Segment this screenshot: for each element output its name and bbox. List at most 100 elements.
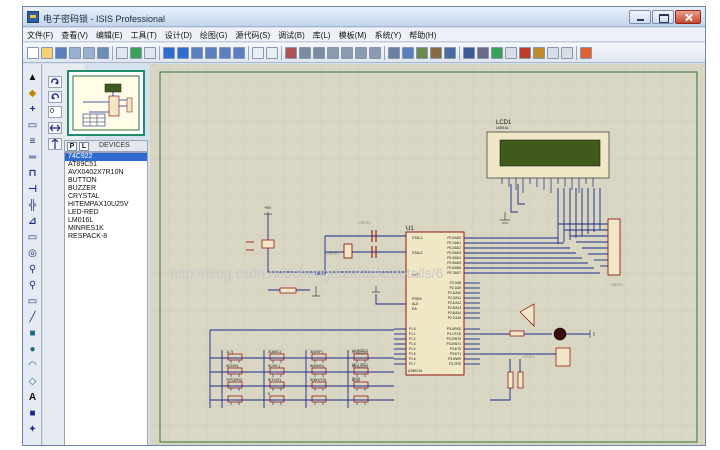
capacitor[interactable] <box>371 230 377 242</box>
rotation-angle-field[interactable]: 0 <box>48 106 62 118</box>
menu-item-7[interactable]: 调试(B) <box>278 31 305 40</box>
reset-capacitor[interactable] <box>261 239 275 249</box>
device-list-item[interactable]: CRYSTAL <box>68 193 100 200</box>
menu-item-3[interactable]: 工具(T) <box>130 31 157 40</box>
minimize-button[interactable] <box>629 10 651 24</box>
capacitor[interactable] <box>371 246 377 258</box>
virtual-instrument-icon[interactable]: ▭ <box>27 296 38 307</box>
led-red[interactable] <box>553 327 567 341</box>
mcu-chip[interactable] <box>405 231 465 376</box>
redo-icon[interactable] <box>266 47 278 59</box>
keypad-button[interactable] <box>353 395 369 403</box>
make-device-icon[interactable] <box>402 47 414 59</box>
exit-to-parent-icon[interactable] <box>533 47 545 59</box>
zoom-in-icon[interactable] <box>191 47 203 59</box>
export-icon[interactable] <box>83 47 95 59</box>
pan-icon[interactable] <box>177 47 189 59</box>
menu-item-6[interactable]: 源代码(S) <box>235 31 271 40</box>
open-icon[interactable] <box>41 47 53 59</box>
crystal[interactable] <box>343 243 353 259</box>
keypad-button[interactable] <box>353 353 369 361</box>
resistor[interactable] <box>517 371 524 389</box>
terminal-icon[interactable]: ⊣ <box>27 184 38 195</box>
mirror-vertical-button[interactable] <box>48 138 62 150</box>
block-copy-icon[interactable] <box>327 47 339 59</box>
keypad-button[interactable] <box>269 353 285 361</box>
keypad-button[interactable] <box>269 395 285 403</box>
bom-icon[interactable] <box>547 47 559 59</box>
junction-icon[interactable]: + <box>29 104 36 115</box>
keypad-button[interactable] <box>269 367 285 375</box>
text-icon[interactable]: A <box>28 392 37 403</box>
device-list-item[interactable]: HITEMPAX10U25V <box>68 201 129 208</box>
menu-item-0[interactable]: 文件(F) <box>27 31 54 40</box>
schematic-drawing[interactable]: LCD1LM016LU1AT89C51XTAL1XTAL2RSTPSENALEE… <box>150 64 706 446</box>
new-sheet-icon[interactable] <box>505 47 517 59</box>
title-bar[interactable]: 电子密码锁 - ISIS Professional <box>23 7 705 27</box>
device-list-item[interactable]: MINRES1K <box>68 225 104 232</box>
wire-autoroute-icon[interactable] <box>444 47 456 59</box>
menu-item-4[interactable]: 设计(D) <box>164 31 192 40</box>
line-icon[interactable]: ╱ <box>29 312 36 323</box>
maximize-button[interactable] <box>652 10 674 24</box>
print-icon[interactable] <box>97 47 109 59</box>
netlist-icon[interactable] <box>580 47 592 59</box>
block-rotate-icon[interactable] <box>355 47 367 59</box>
pick-device-button[interactable]: P <box>67 142 77 151</box>
graph-icon[interactable]: ⊿ <box>28 216 37 227</box>
save-icon[interactable] <box>55 47 67 59</box>
arc-icon[interactable]: ◠ <box>28 360 37 371</box>
wire-label-icon[interactable]: ▭ <box>27 120 38 131</box>
keypad-button[interactable] <box>311 381 327 389</box>
keypad-button[interactable] <box>227 381 243 389</box>
keypad-button[interactable] <box>353 367 369 375</box>
block-move-icon[interactable] <box>341 47 353 59</box>
marker-icon[interactable]: ✦ <box>28 424 37 435</box>
keypad-button[interactable] <box>311 353 327 361</box>
close-button[interactable] <box>675 10 701 24</box>
cut-icon[interactable] <box>285 47 297 59</box>
current-probe-icon[interactable]: ⚲ <box>28 280 37 291</box>
block-delete-icon[interactable] <box>369 47 381 59</box>
library-manager-button[interactable]: L <box>79 142 89 151</box>
device-list-item[interactable]: RESPACK-8 <box>68 233 108 240</box>
bus-icon[interactable]: ═ <box>28 152 37 163</box>
erc-icon[interactable] <box>561 47 573 59</box>
keypad-button[interactable] <box>227 353 243 361</box>
menu-item-5[interactable]: 绘图(G) <box>199 31 228 40</box>
grid-icon[interactable] <box>144 47 156 59</box>
search-icon[interactable] <box>463 47 475 59</box>
box-icon[interactable]: ■ <box>29 328 36 339</box>
menu-item-2[interactable]: 编辑(E) <box>95 31 123 40</box>
selection-icon[interactable]: ▲ <box>27 72 38 83</box>
design-explorer-icon[interactable] <box>491 47 503 59</box>
mirror-horizontal-button[interactable] <box>48 122 62 134</box>
transistor[interactable] <box>555 347 571 367</box>
keypad-button[interactable] <box>269 381 285 389</box>
keypad-button[interactable] <box>311 395 327 403</box>
device-list-item[interactable]: AT89C51 <box>68 161 98 168</box>
device-list-item[interactable]: AVX0402X7R10N <box>68 169 124 176</box>
menu-item-8[interactable]: 库(L) <box>312 31 331 40</box>
device-list-item[interactable]: 74C922 <box>65 153 147 161</box>
overview-window[interactable] <box>67 70 145 136</box>
keypad-button[interactable] <box>311 367 327 375</box>
import-icon[interactable] <box>69 47 81 59</box>
text-script-icon[interactable]: ≡ <box>29 136 36 147</box>
buzzer[interactable] <box>519 303 535 327</box>
zoom-out-icon[interactable] <box>205 47 217 59</box>
decompose-icon[interactable] <box>430 47 442 59</box>
device-list-item[interactable]: LM016L <box>68 217 94 224</box>
delete-sheet-icon[interactable] <box>519 47 531 59</box>
menu-item-11[interactable]: 帮助(H) <box>409 31 437 40</box>
pick-icon[interactable] <box>388 47 400 59</box>
symbol-icon[interactable]: ■ <box>29 408 36 419</box>
subcircuit-icon[interactable]: ⊓ <box>28 168 37 179</box>
reset-resistor[interactable] <box>279 287 297 294</box>
rotate-clockwise-button[interactable] <box>48 76 62 88</box>
zoom-area-icon[interactable] <box>233 47 245 59</box>
menu-item-10[interactable]: 系统(Y) <box>374 31 402 40</box>
generator-icon[interactable]: ◎ <box>28 248 37 259</box>
component-icon[interactable]: ◆ <box>28 88 37 99</box>
